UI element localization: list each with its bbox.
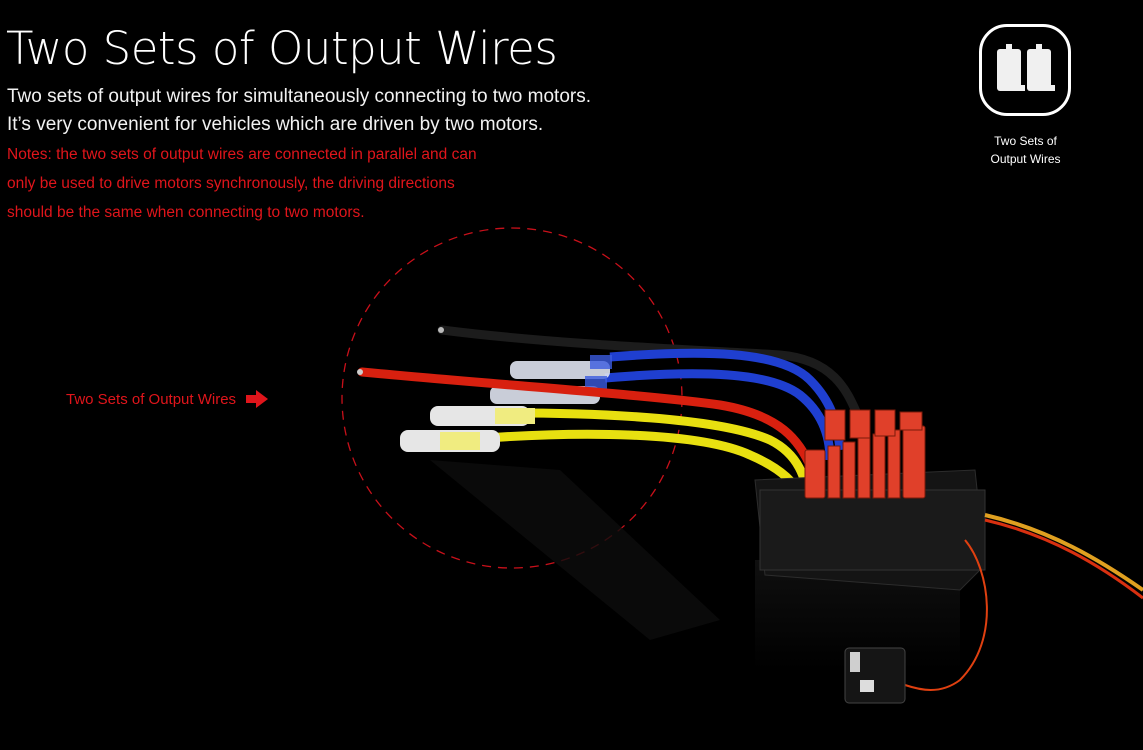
description-line: Two sets of output wires for simultaneou…	[7, 86, 591, 107]
output-wires-callout: Two Sets of Output Wires	[66, 390, 269, 408]
esc-body	[754, 409, 986, 591]
feature-badge	[979, 24, 1071, 116]
feature-badge-label: Two Sets of Output Wires	[990, 134, 1061, 166]
red-wire	[357, 367, 817, 475]
arrow-right-icon	[246, 390, 269, 408]
notes-line: Notes: the two sets of output wires are …	[7, 146, 477, 163]
feature-notes: Notes: the two sets of output wires are …	[7, 140, 567, 227]
switch-connector	[844, 647, 906, 704]
callout-label: Two Sets of Output Wires	[66, 390, 237, 408]
description-line: It’s very convenient for vehicles which …	[7, 114, 544, 135]
feature-description: Two sets of output wires for simultaneou…	[7, 83, 591, 139]
page-title: Two Sets of Output Wires	[6, 22, 558, 75]
dual-motor-icon	[997, 44, 1055, 91]
notes-line: only be used to drive motors synchronous…	[7, 175, 455, 192]
heatsink	[804, 409, 926, 499]
notes-line: should be the same when connecting to tw…	[7, 204, 365, 221]
yellow-wire-1	[479, 408, 813, 496]
